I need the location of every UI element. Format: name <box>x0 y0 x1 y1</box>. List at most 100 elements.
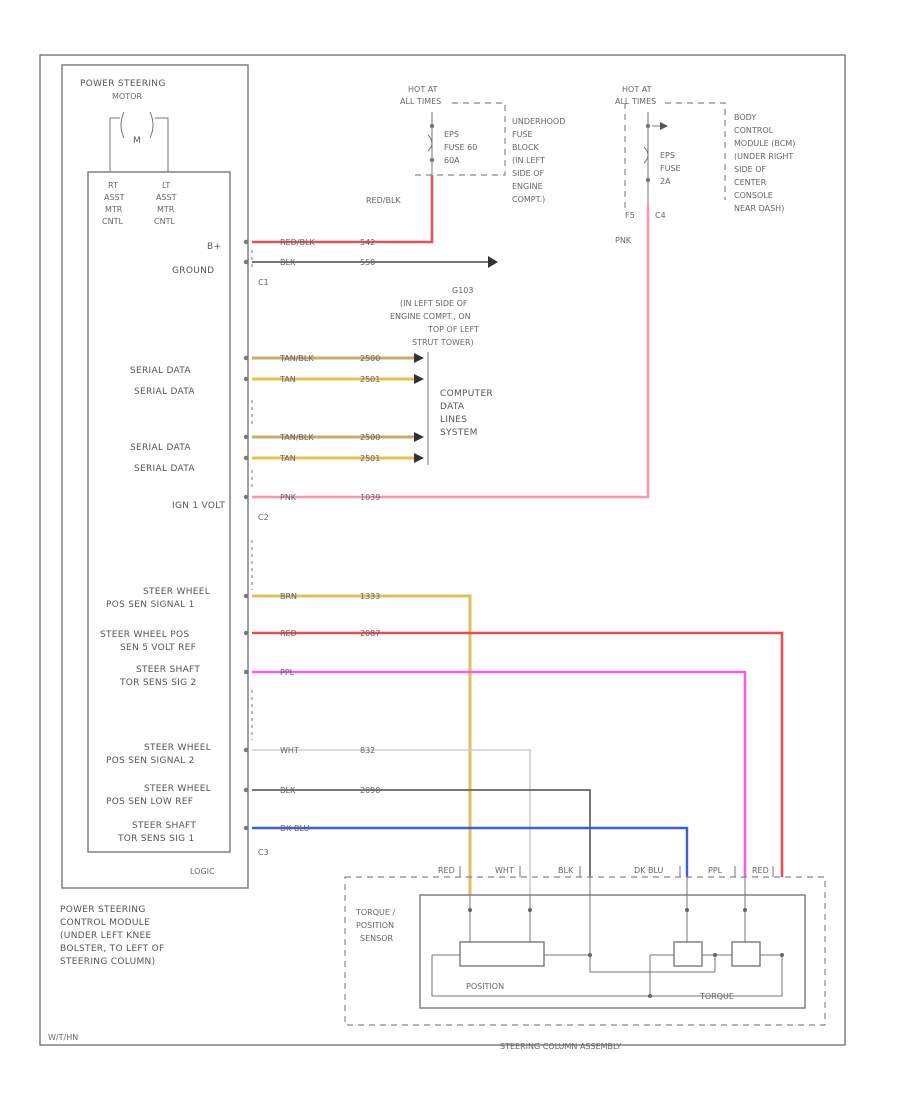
svg-text:550: 550 <box>360 258 375 267</box>
motor-symbol: M <box>133 136 141 146</box>
pin-label-steer-shaft-tor-sig1: STEER SHAFT TOR SENS SIG 1 <box>117 821 196 844</box>
svg-text:POS SEN SIGNAL 2: POS SEN SIGNAL 2 <box>106 756 195 766</box>
motor-title-line1: POWER STEERING <box>80 79 166 89</box>
svg-text:HOT AT: HOT AT <box>408 85 438 94</box>
svg-text:NEAR DASH): NEAR DASH) <box>734 204 784 213</box>
left-hot-label: HOT AT ALL TIMES <box>400 85 441 106</box>
svg-text:MTR: MTR <box>157 205 175 214</box>
svg-text:DK BLU: DK BLU <box>634 866 663 875</box>
rt-assist-ctrl-label: RT ASST MTR CNTL <box>102 181 125 226</box>
svg-text:TOR SENS SIG 2: TOR SENS SIG 2 <box>119 678 197 688</box>
svg-text:MODULE (BCM): MODULE (BCM) <box>734 139 795 148</box>
svg-text:FUSE: FUSE <box>660 164 681 173</box>
svg-text:SEN 5 VOLT REF: SEN 5 VOLT REF <box>120 643 196 653</box>
svg-text:DATA: DATA <box>440 402 465 412</box>
svg-text:2501: 2501 <box>360 375 380 384</box>
eps-fuse-2a-icon <box>643 146 649 164</box>
sensor-internal-circuit <box>431 877 784 998</box>
wire-blk-low-ref <box>252 789 591 877</box>
pin-label-serial-2: SERIAL DATA <box>134 387 195 397</box>
motor-leads <box>109 117 169 172</box>
svg-text:CENTER: CENTER <box>734 178 767 187</box>
svg-text:ALL TIMES: ALL TIMES <box>400 97 441 106</box>
svg-text:FUSE 60: FUSE 60 <box>444 143 477 152</box>
sensor-title: TORQUE / POSITION SENSOR <box>355 908 395 943</box>
left-fuse-node-bottom <box>429 157 435 163</box>
svg-text:POWER STEERING: POWER STEERING <box>60 905 146 915</box>
right-fuse-label: EPS FUSE 2A <box>660 151 681 186</box>
svg-text:RT: RT <box>108 181 118 190</box>
svg-text:FUSE: FUSE <box>512 130 533 139</box>
pin-label-serial-3: SERIAL DATA <box>130 443 191 453</box>
sensor-torque-label: TORQUE <box>699 992 734 1001</box>
wire-ign-pnk <box>252 205 650 499</box>
svg-text:CONTROL MODULE: CONTROL MODULE <box>60 918 150 928</box>
svg-text:(IN LEFT: (IN LEFT <box>512 156 545 165</box>
svg-text:BLK: BLK <box>280 786 296 795</box>
right-fuse-node-top <box>645 123 651 129</box>
svg-text:542: 542 <box>360 238 375 247</box>
pin-label-serial-1: SERIAL DATA <box>130 366 191 376</box>
underhood-fuse-block-outline <box>415 102 506 176</box>
left-fuse-node-top <box>429 123 435 129</box>
svg-text:SYSTEM: SYSTEM <box>440 428 478 438</box>
svg-text:PPL: PPL <box>708 866 723 875</box>
svg-text:TOP OF LEFT: TOP OF LEFT <box>427 325 479 334</box>
svg-text:832: 832 <box>360 746 375 755</box>
underhood-fuse-block-label: UNDERHOOD FUSE BLOCK (IN LEFT SIDE OF EN… <box>512 117 565 204</box>
logic-box <box>87 171 231 853</box>
svg-text:CNTL: CNTL <box>154 217 175 226</box>
right-fuse-branch-arrow <box>660 122 668 130</box>
svg-text:STEER WHEEL: STEER WHEEL <box>144 784 211 794</box>
connector-c1: C1 <box>258 278 269 287</box>
diagram-frame <box>39 54 846 1046</box>
bcm-outline <box>624 102 726 210</box>
svg-text:WHT: WHT <box>495 866 514 875</box>
svg-text:SIDE OF: SIDE OF <box>512 169 544 178</box>
svg-text:SIDE OF: SIDE OF <box>734 165 766 174</box>
svg-text:(UNDER RIGHT: (UNDER RIGHT <box>734 152 793 161</box>
svg-text:MTR: MTR <box>105 205 123 214</box>
svg-text:TAN/BLK: TAN/BLK <box>279 433 314 442</box>
pin-label-bplus: B+ <box>207 242 221 252</box>
svg-text:HOT AT: HOT AT <box>622 85 652 94</box>
svg-text:STEER SHAFT: STEER SHAFT <box>132 821 196 831</box>
svg-text:RED: RED <box>280 629 297 638</box>
wire-label-pnk: PNK <box>615 236 632 245</box>
svg-text:STEER SHAFT: STEER SHAFT <box>136 665 200 675</box>
right-fuse-node-bottom <box>645 177 651 183</box>
pin-label-steer-shaft-tor-sig2: STEER SHAFT TOR SENS SIG 2 <box>119 665 200 688</box>
module-location-label: POWER STEERING CONTROL MODULE (UNDER LEF… <box>60 905 164 967</box>
motor-symbol-arcs <box>120 111 154 139</box>
svg-text:2A: 2A <box>660 177 671 186</box>
svg-text:TORQUE /: TORQUE / <box>355 908 395 917</box>
lt-assist-ctrl-label: LT ASST MTR CNTL <box>154 181 177 226</box>
svg-text:PPL: PPL <box>280 668 295 677</box>
pin-label-ign: IGN 1 VOLT <box>172 501 225 511</box>
svg-text:(UNDER LEFT KNEE: (UNDER LEFT KNEE <box>60 931 151 941</box>
svg-text:WHT: WHT <box>280 746 299 755</box>
diagram-code: W/T/HN <box>48 1033 78 1042</box>
svg-text:RED/BLK: RED/BLK <box>280 238 315 247</box>
wire-dk-blu <box>252 826 689 877</box>
bcm-label: BODY CONTROL MODULE (BCM) (UNDER RIGHT S… <box>734 113 795 213</box>
pin-c4: C4 <box>655 211 666 220</box>
svg-text:DK BLU: DK BLU <box>280 824 309 833</box>
connector-c3: C3 <box>258 848 269 857</box>
svg-text:STEERING COLUMN): STEERING COLUMN) <box>60 957 155 967</box>
svg-text:UNDERHOOD: UNDERHOOD <box>512 117 565 126</box>
svg-text:ENGINE: ENGINE <box>512 182 543 191</box>
pin-label-serial-4: SERIAL DATA <box>134 464 195 474</box>
pin-label-steer-wheel-pos-sig1: STEER WHEEL POS SEN SIGNAL 1 <box>106 587 210 610</box>
data-link-label: COMPUTER DATA LINES SYSTEM <box>440 389 493 438</box>
svg-text:TAN: TAN <box>279 454 296 463</box>
svg-text:COMPT.): COMPT.) <box>512 195 545 204</box>
eps-fuse-60-icon <box>427 134 433 152</box>
svg-text:ASST: ASST <box>156 193 177 202</box>
svg-text:STRUT TOWER): STRUT TOWER) <box>412 338 474 347</box>
svg-text:EPS: EPS <box>660 151 675 160</box>
svg-text:ALL TIMES: ALL TIMES <box>615 97 656 106</box>
g103-label: G103 (IN LEFT SIDE OF ENGINE COMPT., ON … <box>390 286 479 347</box>
